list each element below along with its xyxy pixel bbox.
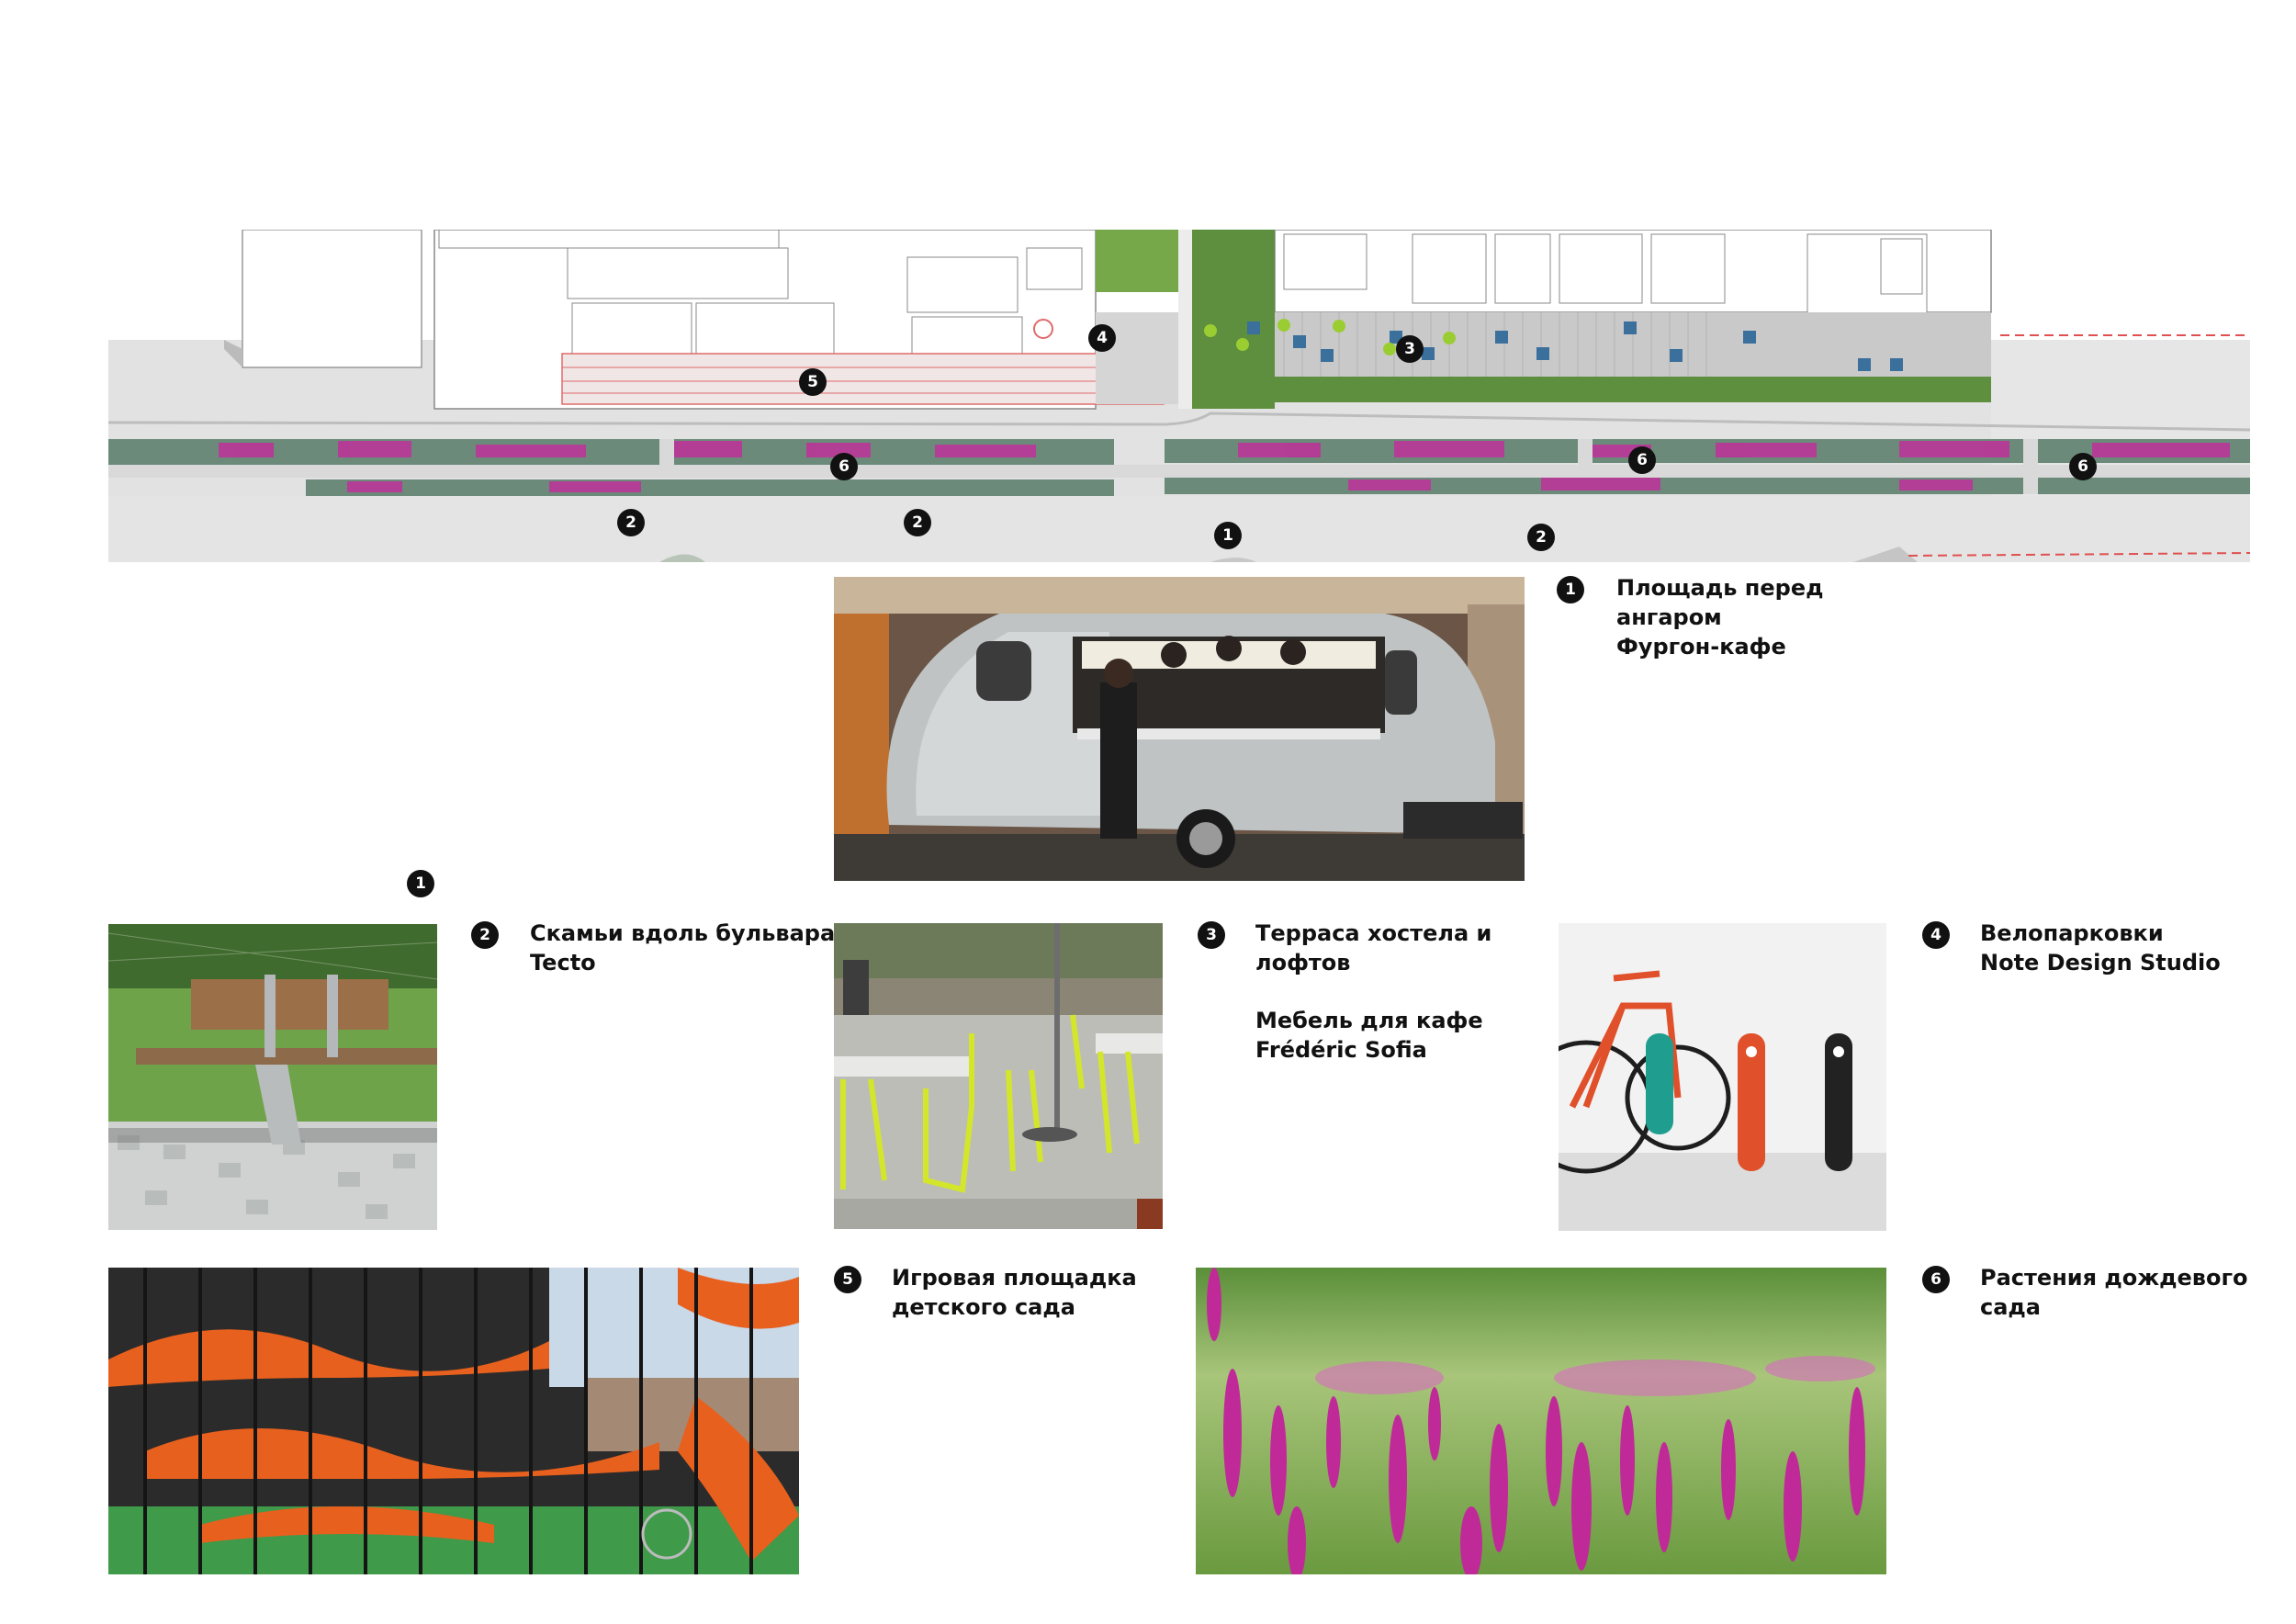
legend-label-1-line3: Фургон-кафе [1616,634,1786,660]
plan-marker-2b: 2 [904,509,931,536]
legend-badge-3: 3 [1198,921,1225,949]
legend-label-3-line2: лофтов [1255,950,1351,976]
plan-marker-6a: 6 [830,453,858,480]
legend-label-4-line1: Велопарковки [1980,920,2164,946]
plan-marker-5: 5 [799,368,827,396]
legend-label-2: Скамьи вдоль бульвара Tecto [530,919,835,977]
legend-badge-5: 5 [834,1266,861,1293]
legend-label-4-line2: Note Design Studio [1980,950,2221,976]
rain-garden-photo [1196,1268,1886,1574]
legend-label-6: Растения дождевого сада [1980,1263,2247,1322]
legend-badge-1: 1 [1557,576,1584,603]
bench-photo [108,924,437,1230]
site-plan-drawing [107,229,2251,562]
legend-badge-4: 4 [1922,921,1950,949]
legend-label-1-line2: ангаром [1616,604,1722,630]
plan-marker-2c: 2 [1527,524,1555,551]
plan-marker-3: 3 [1396,335,1424,363]
food-truck-photo [834,577,1525,881]
legend-badge-1-extra: 1 [407,870,434,897]
legend-label-1-line1: Площадь перед [1616,575,1824,601]
legend-label-4: Велопарковки Note Design Studio [1980,919,2221,977]
bike-parking-photo [1559,923,1886,1231]
legend-label-3: Терраса хостела и лофтов Мебель для кафе… [1255,919,1491,1065]
legend-badge-6: 6 [1922,1266,1950,1293]
plan-marker-1: 1 [1214,522,1242,549]
legend-label-5-line1: Игровая площадка [892,1265,1137,1291]
legend-badge-2: 2 [471,921,499,949]
legend-label-6-line1: Растения дождевого [1980,1265,2248,1291]
legend-label-6-line2: сада [1980,1294,2041,1320]
playground-photo [108,1268,799,1574]
terrace-chairs-photo [834,923,1163,1229]
legend-label-3-line4: Frédéric Sofia [1255,1037,1427,1063]
legend-label-5-line2: детского сада [892,1294,1075,1320]
legend-label-5: Игровая площадка детского сада [892,1263,1137,1322]
plan-marker-6b: 6 [1628,446,1656,474]
legend-label-3-line1: Терраса хостела и [1255,920,1492,946]
legend-label-1: Площадь перед ангаром Фургон-кафе [1616,573,1824,661]
legend-label-2-line1: Скамьи вдоль бульвара [530,920,836,946]
plan-marker-2a: 2 [617,509,645,536]
plan-marker-4: 4 [1088,324,1116,352]
site-plan: 4 5 3 6 6 6 2 2 1 2 [107,229,2251,562]
legend-label-2-line2: Tecto [530,950,596,976]
plan-marker-6c: 6 [2069,453,2097,480]
legend-label-3-line3: Мебель для кафе [1255,1008,1483,1033]
